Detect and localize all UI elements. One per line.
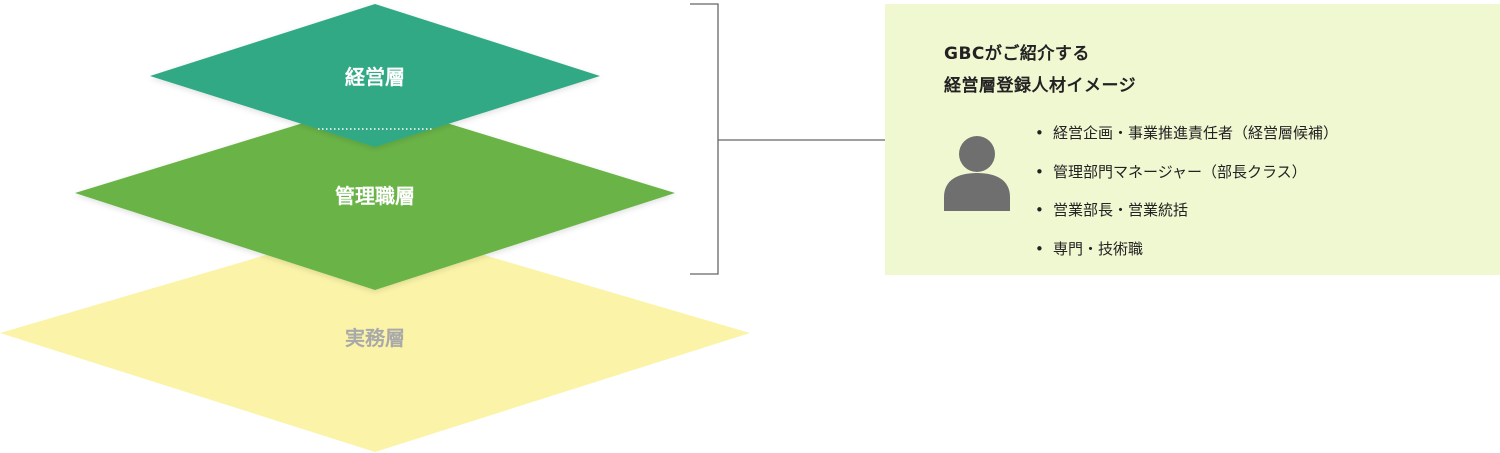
list-item: • 営業部長・営業統括 <box>1035 193 1338 232</box>
role-text: 専門・技術職 <box>1053 239 1144 258</box>
role-list: • 経営企画・事業推進責任者（経営層候補） • 管理部門マネージャー（部長クラス… <box>1035 116 1338 270</box>
bottom-layer-label: 実務層 <box>345 326 405 350</box>
panel-title: GBCがご紹介する 経営層登録人材イメージ <box>944 38 1136 102</box>
person-icon <box>944 136 1010 211</box>
role-text: 営業部長・営業統括 <box>1053 201 1189 219</box>
bullet: • <box>1035 124 1044 142</box>
middle-layer-diamond <box>75 101 675 290</box>
bullet: • <box>1035 239 1044 258</box>
bullet: • <box>1035 201 1044 219</box>
top-layer-label: 経営層 <box>345 65 405 89</box>
panel-title-line-1: GBCがご紹介する <box>944 44 1090 64</box>
role-text: 経営企画・事業推進責任者（経営層候補） <box>1053 124 1339 142</box>
grouping-bracket <box>690 3 885 275</box>
recruit-info-panel: GBCがご紹介する 経営層登録人材イメージ • 経営企画・事業推進責任者（経営層… <box>885 4 1500 275</box>
bullet: • <box>1035 162 1044 181</box>
panel-title-line-2: 経営層登録人材イメージ <box>944 76 1137 96</box>
role-text: 管理部門マネージャー（部長クラス） <box>1053 162 1307 181</box>
list-item: • 管理部門マネージャー（部長クラス） <box>1035 155 1338 194</box>
middle-layer-label: 管理職層 <box>335 184 415 208</box>
bottom-layer-diamond <box>0 223 750 452</box>
top-layer-diamond <box>150 4 600 147</box>
list-item: • 経営企画・事業推進責任者（経営層候補） <box>1035 116 1338 155</box>
list-item: • 専門・技術職 <box>1035 232 1338 271</box>
